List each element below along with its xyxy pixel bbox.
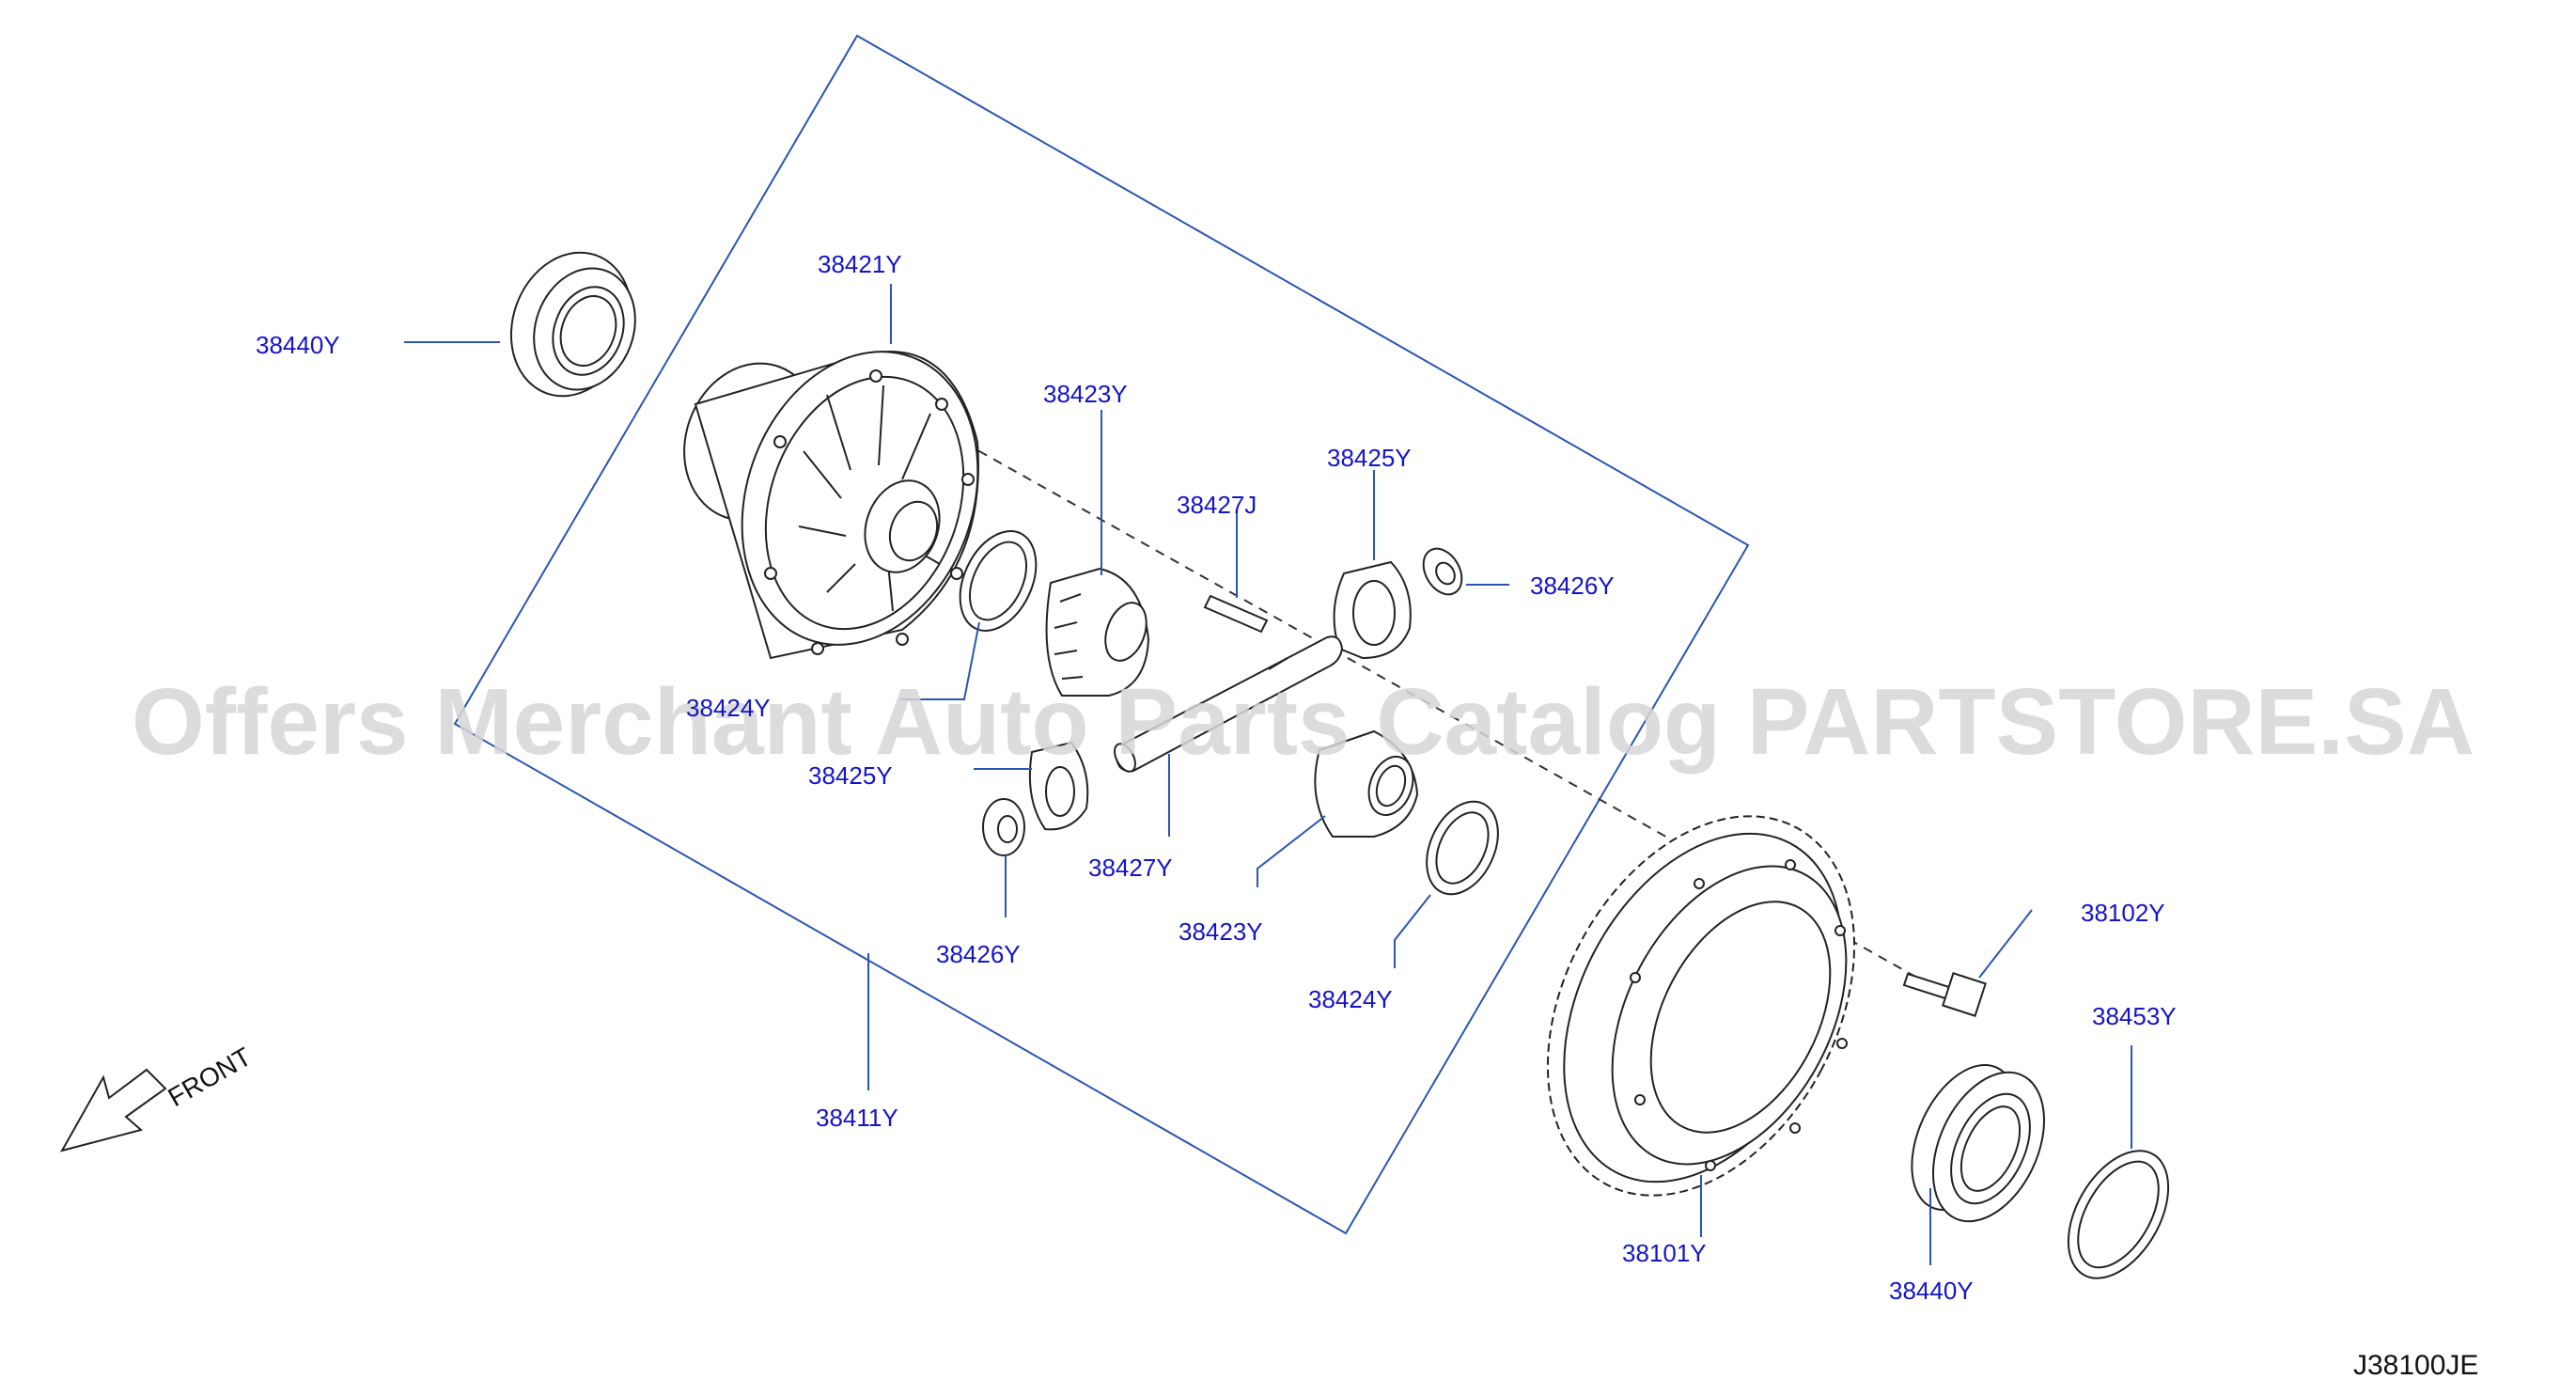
label-bearing-right[interactable]: 38440Y [1889,1277,1974,1305]
label-side-gear-top[interactable]: 38423Y [1043,380,1128,408]
label-assembly[interactable]: 38411Y [816,1104,898,1132]
pinion-washer-bottom [982,798,1025,856]
lock-pin [1203,594,1269,634]
label-side-gear-bottom[interactable]: 38423Y [1179,917,1263,946]
front-label: FRONT [164,1042,257,1112]
leader-lines [404,284,2132,1265]
differential-case [683,351,979,660]
ring-gear-bolt [1902,972,1987,1017]
label-washer-bottom[interactable]: 38424Y [1308,985,1393,1013]
pinion-washer-right [1422,547,1463,596]
assembly-frame [453,34,1750,1235]
label-pinion-top[interactable]: 38425Y [1327,444,1412,472]
label-case[interactable]: 38421Y [818,250,902,278]
pinion-gear-left [1028,741,1089,831]
label-shim[interactable]: 38453Y [2092,1002,2177,1030]
bearing-right [1911,1063,2046,1223]
watermark: Offers Merchant Auto Parts Catalog PARTS… [132,669,2475,775]
diagram-code: J38100JE [2353,1350,2478,1381]
thrust-washer-bottom [1426,800,1499,896]
label-bolt[interactable]: 38102Y [2081,899,2165,927]
front-arrow-icon [59,1068,167,1152]
adjusting-shim [2067,1150,2170,1279]
pinion-shaft [1114,635,1344,773]
ring-gear [1546,815,1856,1197]
pinion-gear-top [1333,560,1412,660]
bearing-left [509,251,636,398]
side-gear-bottom [1314,729,1419,838]
label-bearing-left[interactable]: 38440Y [256,331,340,359]
side-gear-top [1045,567,1150,697]
label-pinion-washer-bottom[interactable]: 38426Y [936,940,1021,968]
label-shaft[interactable]: 38427Y [1088,854,1173,882]
thrust-washer-left [959,530,1038,632]
label-pin-top[interactable]: 38427J [1177,491,1257,519]
label-ring-gear[interactable]: 38101Y [1622,1239,1707,1267]
label-washer-left[interactable]: 38424Y [686,694,771,722]
label-pinion-left[interactable]: 38425Y [808,761,893,790]
label-pinion-washer-right[interactable]: 38426Y [1530,572,1615,600]
